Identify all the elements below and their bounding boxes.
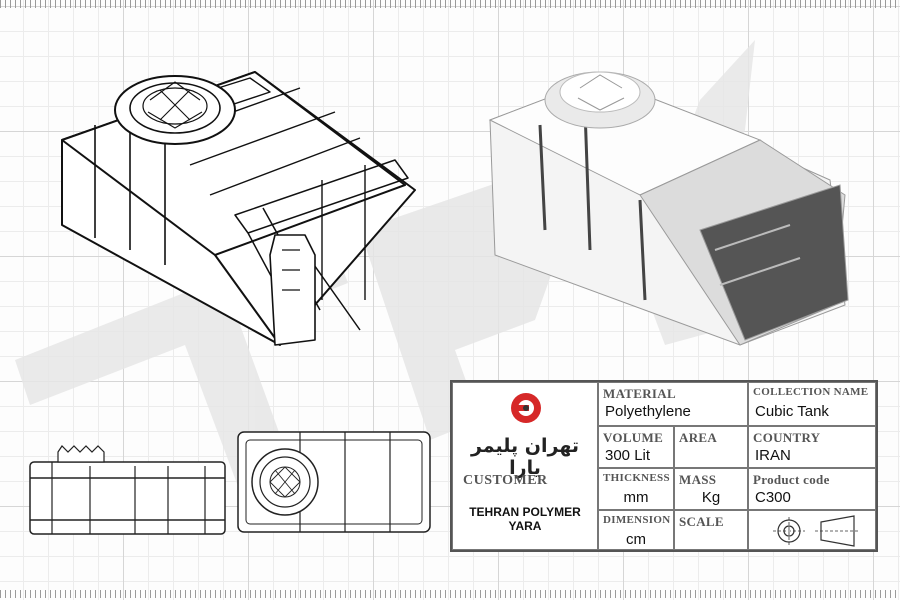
volume-value: 300 Lit: [605, 447, 651, 464]
dimension-value: cm: [626, 531, 646, 548]
mass-cell: MASS Kg: [674, 468, 748, 510]
top-ruler: [0, 0, 900, 8]
dimension-label: DIMENSION: [603, 514, 671, 526]
volume-cell: VOLUME 300 Lit: [598, 426, 674, 468]
material-cell: MATERIAL Polyethylene: [598, 382, 748, 426]
scale-label: SCALE: [679, 514, 724, 529]
country-cell: COUNTRY IRAN: [748, 426, 876, 468]
projection-cell: [748, 510, 876, 550]
collection-label: COLLECTION NAME: [753, 386, 869, 398]
bottom-ruler: [0, 590, 900, 598]
dimension-cell: DIMENSION cm: [598, 510, 674, 550]
tpy-logo-icon: [511, 393, 541, 423]
customer-label: CUSTOMER: [463, 473, 548, 488]
scale-cell: SCALE: [674, 510, 748, 550]
product-code-cell: Product code C300: [748, 468, 876, 510]
customer-value-line1: TEHRAN POLYMER: [469, 505, 581, 519]
front-view-drawing: [29, 445, 226, 535]
material-value: Polyethylene: [605, 403, 691, 420]
logo-customer-cell: تهران پلیمر یارا CUSTOMER TEHRAN POLYMER…: [452, 382, 598, 550]
company-logo-text: تهران پلیمر یارا: [470, 435, 580, 479]
product-code-value: C300: [755, 489, 791, 506]
top-view-drawing: [237, 431, 431, 533]
thickness-label: THICKNESS: [603, 472, 670, 484]
mass-label: MASS: [679, 472, 717, 487]
product-code-label: Product code: [753, 472, 830, 487]
mass-value: Kg: [701, 489, 721, 506]
thickness-value: mm: [623, 489, 649, 506]
country-label: COUNTRY: [753, 430, 821, 445]
area-cell: AREA: [674, 426, 748, 468]
material-label: MATERIAL: [603, 386, 676, 401]
volume-label: VOLUME: [603, 430, 664, 445]
title-block: تهران پلیمر یارا CUSTOMER TEHRAN POLYMER…: [450, 380, 878, 552]
country-value: IRAN: [755, 447, 791, 464]
customer-value: TEHRAN POLYMER YARA: [453, 505, 597, 533]
first-angle-projection-icon: [773, 515, 859, 547]
shaded-tank-render: [488, 71, 849, 346]
collection-value: Cubic Tank: [755, 403, 829, 420]
customer-value-line2: YARA: [508, 519, 542, 533]
area-label: AREA: [679, 430, 718, 445]
thickness-cell: THICKNESS mm: [598, 468, 674, 510]
collection-cell: COLLECTION NAME Cubic Tank: [748, 382, 876, 426]
isometric-line-drawing: [61, 71, 416, 346]
